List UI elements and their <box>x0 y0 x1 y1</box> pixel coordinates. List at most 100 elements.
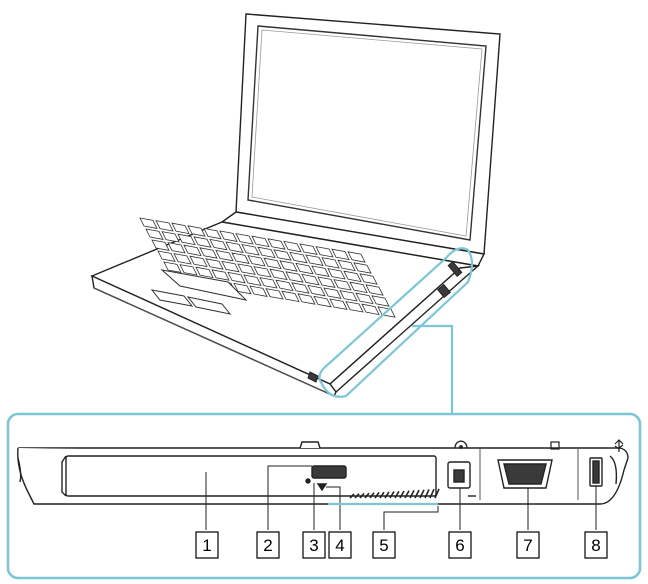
keyboard-key <box>251 235 270 248</box>
keyboard-key <box>243 274 262 286</box>
keyboard-key <box>275 279 294 292</box>
air-vent <box>349 488 440 499</box>
keyboard-key <box>257 246 276 259</box>
keyboard-key <box>183 244 202 257</box>
keyboard-key <box>331 248 350 261</box>
keyboard-key <box>235 233 254 245</box>
keyboard-key <box>329 298 348 310</box>
callout-8: 8 <box>584 531 608 559</box>
callout-leaders <box>205 465 597 530</box>
keyboard-key <box>281 290 300 303</box>
vent-slat <box>414 489 420 499</box>
keyboard-key <box>259 277 278 289</box>
vent-slat <box>394 490 400 499</box>
keyboard-key <box>171 222 190 235</box>
keyboard-key <box>297 293 316 305</box>
keyboard-key <box>301 273 320 286</box>
phone-icon <box>454 440 468 449</box>
keyboard-key <box>307 284 326 297</box>
callout-4-label: 4 <box>335 536 344 555</box>
keyboard-key <box>289 251 308 264</box>
keyboard-key <box>155 220 174 232</box>
keyboard-key <box>219 230 238 242</box>
callout-4: 4 <box>328 531 352 559</box>
keyboard-key <box>349 281 368 294</box>
callout-5: 5 <box>372 531 396 559</box>
keyboard-key <box>209 238 228 251</box>
keyboard-key <box>205 258 224 270</box>
monitor-icon <box>550 441 560 450</box>
keyboard-key <box>315 246 334 258</box>
keyboard-key <box>327 268 346 280</box>
keyboard-key <box>343 270 362 283</box>
laptop-side-ports <box>307 261 463 383</box>
vent-slat <box>374 492 380 499</box>
keyboard-key <box>345 301 364 313</box>
callout-6: 6 <box>448 531 472 559</box>
keyboard-key <box>249 285 268 297</box>
keyboard-key <box>291 282 310 294</box>
keyboard-key <box>227 271 246 284</box>
keyboard-key <box>189 255 208 268</box>
vent-slat <box>399 490 405 499</box>
keyboard-key <box>311 265 330 277</box>
laptop-touchpad <box>150 269 248 315</box>
keyboard-key <box>263 257 282 270</box>
keyboard-key <box>157 250 176 262</box>
callout-7: 7 <box>516 531 540 559</box>
vent-slat <box>434 488 440 499</box>
keyboard-key <box>305 254 324 266</box>
callout-2-label: 2 <box>263 536 272 555</box>
keyboard-key <box>221 260 240 273</box>
keyboard-key <box>187 225 206 237</box>
callout-7-label: 7 <box>523 536 532 555</box>
keyboard-key <box>347 251 366 263</box>
keyboard-key <box>203 227 222 240</box>
vent-slat <box>364 492 370 499</box>
keyboard-key <box>241 244 260 256</box>
keyboard-key <box>151 239 170 251</box>
callout-3-label: 3 <box>309 536 318 555</box>
drive-eject-button <box>311 465 347 479</box>
drive-indicator-light <box>316 483 328 492</box>
keyboard-key <box>163 261 182 273</box>
vent-slat <box>409 490 415 499</box>
keyboard-key <box>265 288 284 300</box>
keyboard-key <box>231 252 250 264</box>
callout-5-label: 5 <box>379 536 388 555</box>
keyboard-key <box>179 264 198 276</box>
keyboard-key <box>317 276 336 288</box>
vent-slat <box>424 489 430 499</box>
keyboard-key <box>269 268 288 281</box>
keyboard-key <box>295 262 314 275</box>
keyboard-key <box>361 303 380 316</box>
keyboard-key <box>337 259 356 272</box>
keyboard-key <box>355 292 374 305</box>
leader-line <box>412 324 454 414</box>
side-view-drawing <box>17 441 629 505</box>
vent-slat <box>369 492 375 499</box>
keyboard-key <box>273 249 292 261</box>
keyboard-key <box>139 217 158 229</box>
keyboard-key <box>371 295 390 307</box>
callout-2: 2 <box>256 531 280 559</box>
callout-1-label: 1 <box>202 536 211 555</box>
callout-3: 3 <box>302 531 326 559</box>
keyboard-key <box>167 242 186 254</box>
keyboard-key <box>237 263 256 275</box>
keyboard-key <box>247 255 266 267</box>
keyboard-key <box>177 233 196 246</box>
vent-slat <box>359 492 365 499</box>
keyboard-key <box>339 290 358 302</box>
vent-slat <box>404 490 410 499</box>
keyboard-key <box>195 266 214 279</box>
keyboard-key <box>279 260 298 272</box>
vent-slat <box>389 491 395 499</box>
usb-icon <box>614 439 624 452</box>
keyboard-key <box>299 243 318 255</box>
highlight-oval <box>318 247 474 398</box>
optical-drive <box>65 455 437 497</box>
keyboard-key <box>323 287 342 299</box>
keyboard-key <box>359 273 378 285</box>
